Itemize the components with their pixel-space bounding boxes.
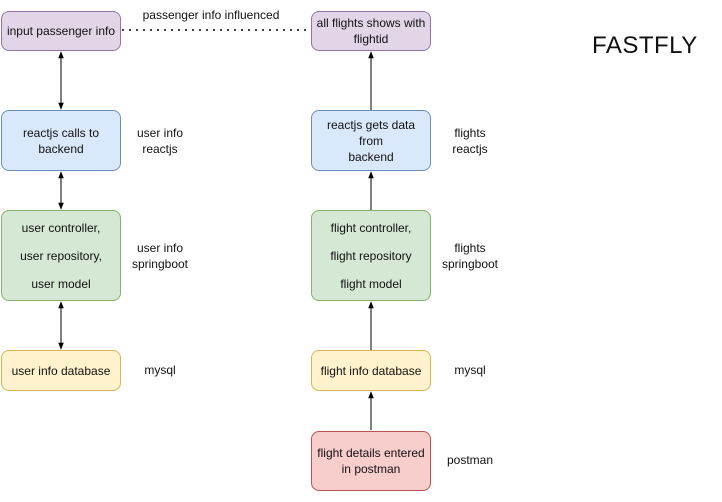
annotation-text: springboot (131, 257, 189, 271)
node-text: backend (38, 141, 84, 156)
node-text: all flights shows with (316, 16, 426, 30)
node-user-reactjs[interactable]: reactjs calls to backend (1, 110, 121, 171)
node-text: user repository, (20, 248, 102, 263)
annotation-text: flights (454, 241, 486, 255)
annotation-text: mysql (144, 363, 176, 377)
annotation-user-springboot: user info springboot (126, 240, 194, 272)
node-text: flight repository (330, 248, 412, 263)
node-text: user info database (11, 363, 111, 378)
annotation-text: postman (446, 453, 494, 467)
node-text: flight details entered (317, 446, 425, 460)
node-text: input passenger info (6, 24, 116, 38)
node-user-info-database[interactable]: user info database (1, 350, 121, 391)
annotation-text: user info (136, 126, 184, 140)
annotation-user-reactjs: user info reactjs (126, 125, 194, 157)
node-text: reactjs gets data from (326, 117, 416, 148)
annotation-flight-postman: postman (440, 452, 500, 468)
edge-label-passenger-influenced: passenger info influenced (142, 8, 280, 22)
annotation-flight-springboot: flights springboot (436, 240, 504, 272)
annotation-text: reactjs (142, 142, 178, 156)
node-text: reactjs calls to (22, 125, 100, 140)
annotation-flight-reactjs: flights reactjs (436, 125, 504, 157)
node-flight-backend[interactable]: flight controller, flight repository fli… (311, 210, 431, 301)
node-text: flight info database (320, 363, 422, 378)
node-text: user controller, (21, 220, 101, 235)
node-flight-info-database[interactable]: flight info database (311, 350, 431, 391)
node-flight-reactjs[interactable]: reactjs gets data from backend (311, 110, 431, 171)
node-text: flight model (340, 276, 402, 291)
node-user-backend[interactable]: user controller, user repository, user m… (1, 210, 121, 301)
node-flight-postman[interactable]: flight details entered in postman (311, 431, 431, 491)
annotation-text: reactjs (452, 142, 488, 156)
node-text: in postman (341, 462, 401, 476)
node-text: flight controller, (330, 220, 412, 235)
annotation-text: springboot (441, 257, 499, 271)
diagram-title: FASTFLY (592, 32, 698, 59)
node-input-passenger-info[interactable]: input passenger info (1, 11, 121, 51)
annotation-user-mysql: mysql (136, 362, 184, 378)
node-text: backend (348, 149, 394, 164)
node-text: user model (31, 276, 91, 291)
annotation-text: flights (454, 126, 486, 140)
annotation-flight-mysql: mysql (446, 362, 494, 378)
node-text: flightid (353, 32, 389, 46)
annotation-text: mysql (454, 363, 486, 377)
node-all-flights[interactable]: all flights shows with flightid (311, 11, 431, 51)
annotation-text: user info (136, 241, 184, 255)
